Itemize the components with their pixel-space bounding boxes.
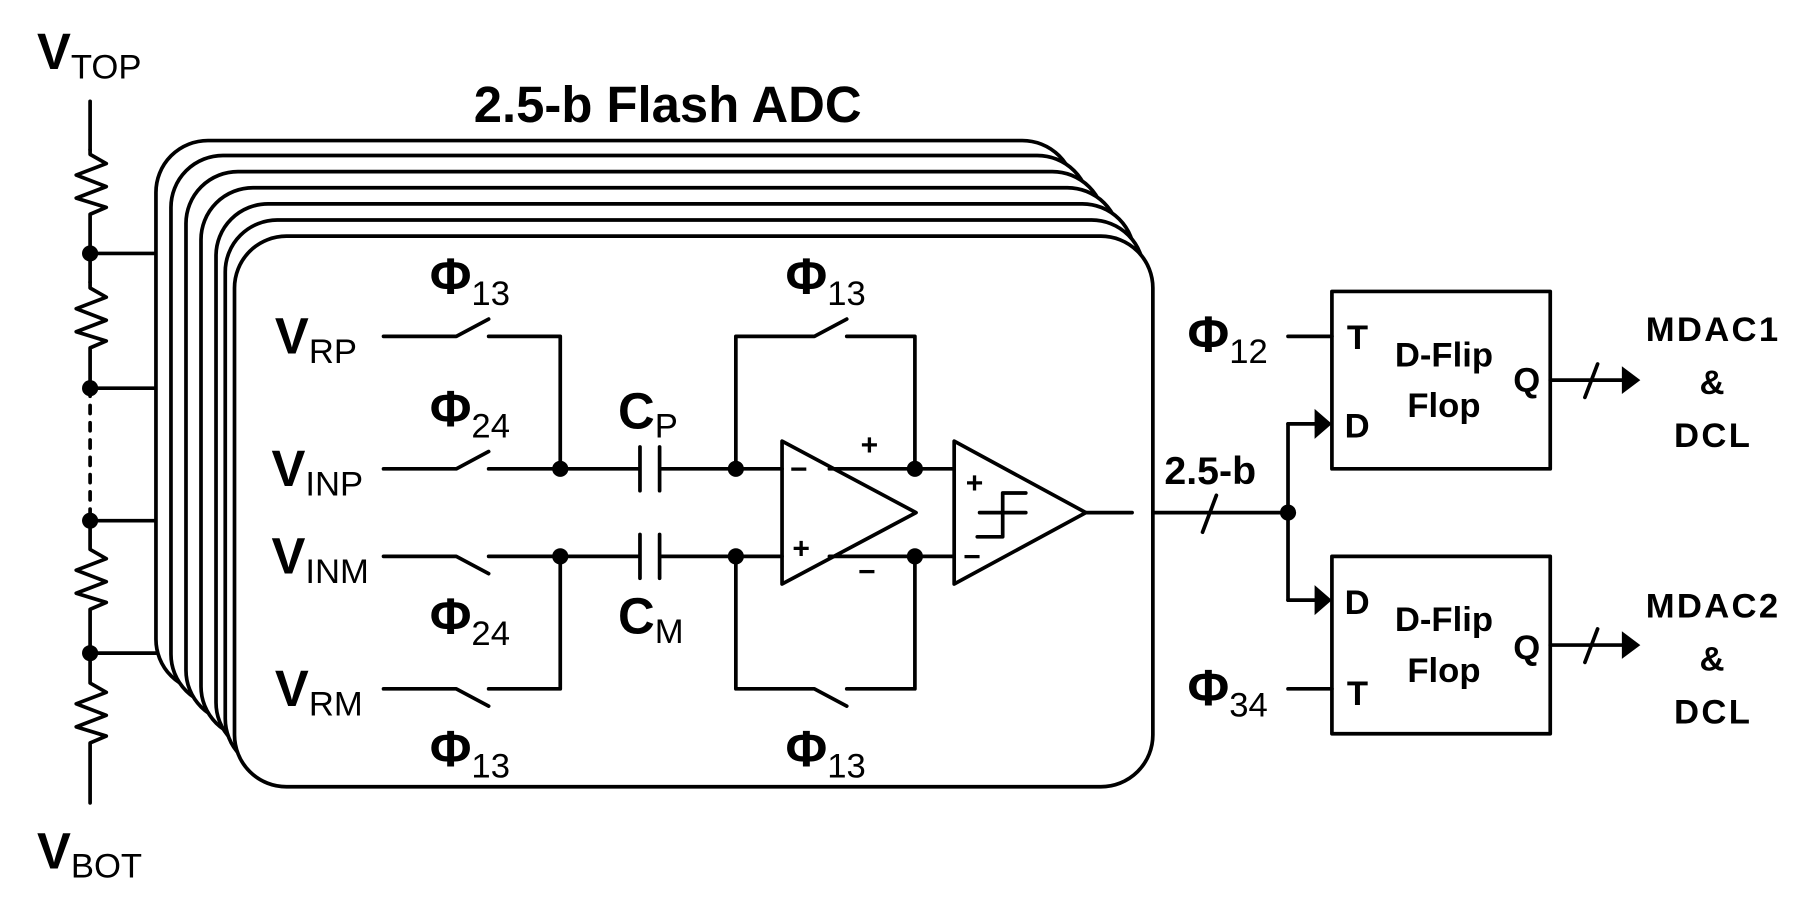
ff1-name-line2: Flop bbox=[1407, 387, 1480, 425]
node-amp-out-bottom bbox=[906, 548, 923, 565]
ff1-output-line3: DCL bbox=[1674, 417, 1752, 455]
ff2-output-line1: MDAC2 bbox=[1646, 587, 1781, 625]
capacitor-cm bbox=[638, 532, 738, 581]
ff1-pin-t: T bbox=[1347, 319, 1368, 357]
ff2-output-line2: & bbox=[1699, 640, 1726, 678]
ff1-output-arrow bbox=[1621, 366, 1641, 394]
amp-out-minus: − bbox=[858, 556, 876, 589]
flipflop-1: Φ12 T D Q D-Flip Flop MDAC1 & DCL bbox=[1188, 289, 1781, 471]
node-amp-in-bottom bbox=[727, 548, 744, 565]
ff1-output-line1: MDAC1 bbox=[1646, 311, 1781, 349]
ff1-output-line2: & bbox=[1699, 364, 1726, 402]
feedback-switch-bottom bbox=[733, 554, 917, 708]
resistor-3 bbox=[74, 518, 109, 655]
resistor-4 bbox=[74, 651, 109, 805]
comp-in-minus: − bbox=[963, 541, 981, 574]
node-inm bbox=[552, 548, 569, 565]
phi13-vrm-label: Φ13 bbox=[430, 720, 510, 785]
ff2-pin-d: D bbox=[1345, 584, 1370, 622]
comparator: + − bbox=[952, 439, 1134, 586]
vrp-label: VRP bbox=[275, 308, 357, 371]
ff1-pin-d: D bbox=[1345, 408, 1370, 446]
vinp-label: VINP bbox=[271, 440, 363, 503]
ff1-pin-q: Q bbox=[1513, 362, 1540, 400]
resistor-ladder: VTOP VBOT bbox=[37, 23, 158, 886]
amp-out-plus: + bbox=[861, 429, 879, 462]
flipflop-2: Φ34 D T Q D-Flip Flop MDAC2 & DCL bbox=[1188, 554, 1781, 736]
cp-label: CP bbox=[618, 383, 678, 446]
phi24-vinm-label: Φ24 bbox=[430, 588, 510, 653]
resistor-2 bbox=[74, 280, 109, 391]
ff2-pin-t: T bbox=[1347, 675, 1368, 713]
ff2-output-wire bbox=[1548, 627, 1625, 665]
output-bus: 2.5-b bbox=[1151, 408, 1332, 616]
ff2-clock-label: Φ34 bbox=[1188, 659, 1268, 724]
bus-width-slash bbox=[1200, 493, 1219, 535]
amp-output-wires bbox=[827, 466, 957, 559]
ff1-output-wire bbox=[1548, 362, 1625, 400]
sampling-capacitors: CP CM bbox=[618, 383, 738, 651]
preamplifier: Φ13 Φ13 − + + − bbox=[727, 248, 957, 786]
vinm-label: VINM bbox=[271, 528, 368, 591]
ff1-name-line1: D-Flip bbox=[1395, 336, 1493, 374]
arrow-ff1-d bbox=[1314, 408, 1332, 439]
input-network: VRP Φ13 VINP Φ24 VINM Φ24 VRM Φ13 bbox=[271, 248, 640, 786]
ff2-name-line1: D-Flip bbox=[1395, 601, 1493, 639]
ff2-output-arrow bbox=[1621, 631, 1641, 659]
node-inp bbox=[552, 460, 569, 477]
capacitor-cp bbox=[638, 445, 738, 493]
bus-node bbox=[1279, 504, 1297, 521]
stacked-comparator-cards bbox=[154, 138, 1155, 789]
diagram-title: 2.5-b Flash ADC bbox=[474, 76, 862, 133]
node-amp-in-top bbox=[727, 460, 744, 477]
switch-vrm bbox=[381, 554, 563, 708]
feedback-switch-top bbox=[733, 317, 917, 471]
arrow-ff2-d bbox=[1314, 585, 1332, 616]
comp-in-plus: + bbox=[966, 467, 984, 500]
ff2-name-line2: Flop bbox=[1407, 652, 1480, 690]
vrm-label: VRM bbox=[275, 660, 363, 723]
cm-label: CM bbox=[618, 588, 684, 651]
vtop-label: VTOP bbox=[37, 23, 142, 86]
phi24-vinp-label: Φ24 bbox=[430, 380, 510, 445]
comparator-triangle bbox=[952, 439, 1088, 586]
amp-in-plus: + bbox=[792, 533, 810, 566]
ff2-output-line3: DCL bbox=[1674, 693, 1752, 731]
ff1-clock-label: Φ12 bbox=[1188, 305, 1268, 370]
resistor-1 bbox=[74, 147, 109, 256]
node-amp-out-top bbox=[906, 460, 923, 477]
phi13-fb-bottom-label: Φ13 bbox=[786, 720, 866, 785]
amplifier-triangle bbox=[780, 439, 918, 586]
phi13-vrp-label: Φ13 bbox=[430, 248, 510, 313]
hysteresis-icon bbox=[975, 491, 1028, 539]
vbot-label: VBOT bbox=[37, 823, 142, 886]
amp-in-minus: − bbox=[790, 453, 808, 486]
ff2-pin-q: Q bbox=[1513, 629, 1540, 667]
bus-width-label: 2.5-b bbox=[1164, 449, 1256, 493]
phi13-fb-top-label: Φ13 bbox=[786, 248, 866, 313]
switch-vrp bbox=[381, 317, 563, 471]
